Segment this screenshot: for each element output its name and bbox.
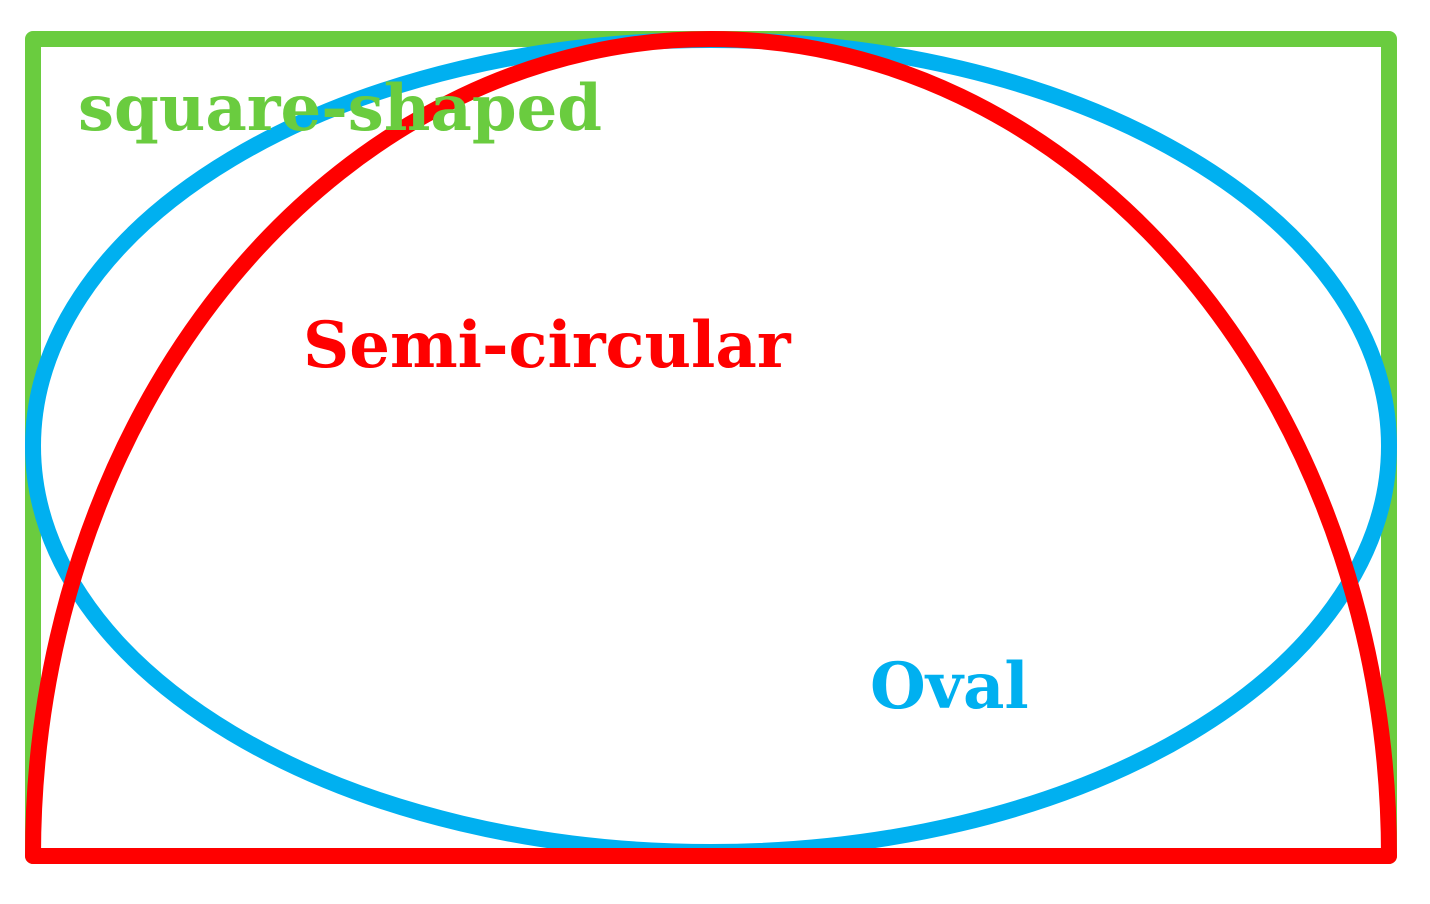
oval-label: Oval	[870, 649, 1029, 724]
semi-circular-outline	[25, 31, 1397, 864]
semi-circular-label: Semi-circular	[303, 308, 792, 383]
square-shaped-label: square-shaped	[78, 71, 602, 146]
oval-outline	[25, 32, 1397, 860]
